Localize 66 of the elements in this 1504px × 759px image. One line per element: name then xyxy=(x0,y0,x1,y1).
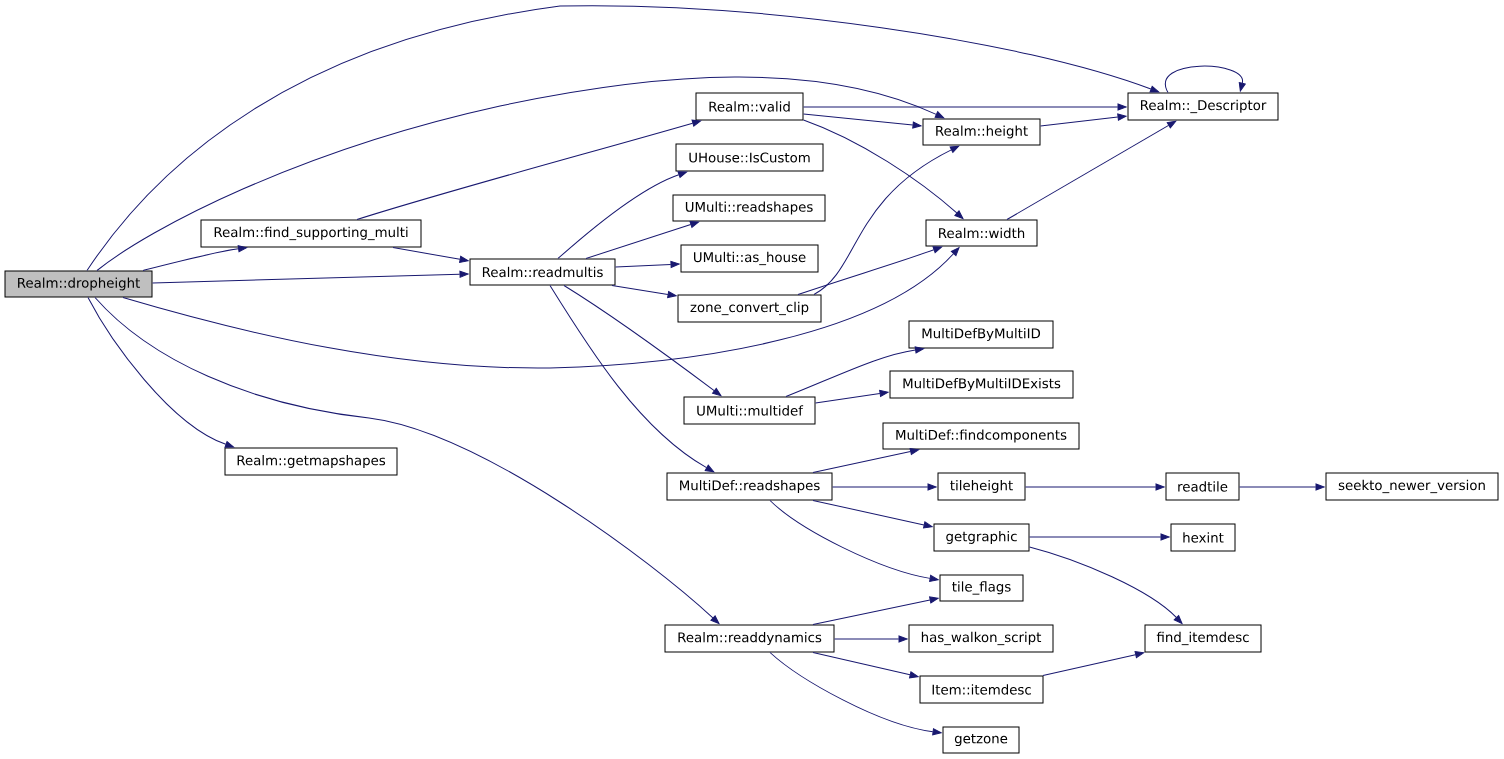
arrow xyxy=(142,245,248,271)
function-box: Item::itemdesc xyxy=(919,675,1044,704)
arrow xyxy=(797,246,943,295)
function-box: Realm::_Descriptor xyxy=(1127,92,1279,121)
arrow xyxy=(94,297,720,624)
arrow xyxy=(615,260,680,268)
function-box: Realm::find_supporting_multi xyxy=(200,219,422,248)
arrow xyxy=(785,346,925,397)
function-box: tile_flags xyxy=(939,574,1024,602)
function-box: seekto_newer_version xyxy=(1325,472,1499,501)
arrow xyxy=(812,448,920,473)
function-box: MultiDef::findcomponents xyxy=(882,422,1080,450)
arrow xyxy=(769,500,939,582)
function-box: Realm::readdynamics xyxy=(664,624,835,653)
function-box: Realm::readmultis xyxy=(469,258,616,286)
function-box: zone_convert_clip xyxy=(677,294,822,323)
function-box: UHouse::IsCustom xyxy=(675,143,824,172)
arrow xyxy=(87,297,235,448)
arrow xyxy=(1042,651,1145,676)
function-box: UMulti::readshapes xyxy=(672,194,826,222)
function-box: getzone xyxy=(942,726,1020,754)
arrow xyxy=(1025,483,1165,491)
function-box: MultiDefByMultiIDExists xyxy=(889,370,1074,399)
function-box: UMulti::multidef xyxy=(683,396,816,425)
arrow xyxy=(769,652,942,736)
arrow xyxy=(557,171,688,259)
arrow xyxy=(1239,483,1325,491)
function-box: Realm::height xyxy=(922,118,1041,146)
arrow xyxy=(832,483,937,491)
function-box: Realm::getmapshapes xyxy=(224,447,398,476)
function-box: MultiDefByMultiID xyxy=(908,320,1054,349)
function-box: has_walkon_script xyxy=(908,624,1054,653)
arrow xyxy=(1029,533,1170,541)
function-box: find_itemdesc xyxy=(1144,624,1262,653)
arrow xyxy=(812,652,919,679)
function-box: hexint xyxy=(1170,523,1236,552)
arrow xyxy=(611,285,677,299)
arrow xyxy=(152,270,469,284)
function-box: readtile xyxy=(1165,472,1240,501)
arrow xyxy=(96,76,945,271)
arrow xyxy=(803,119,964,220)
function-box: tileheight xyxy=(937,472,1026,501)
arrow xyxy=(356,119,702,220)
function-box: getgraphic xyxy=(933,523,1030,552)
arrow xyxy=(834,635,908,643)
arrow xyxy=(1029,546,1183,624)
loop-arrow xyxy=(1164,65,1246,93)
arrow xyxy=(803,103,1127,111)
arrow xyxy=(86,5,1160,271)
arrow xyxy=(803,113,922,129)
arrow xyxy=(585,221,700,259)
arrow xyxy=(122,247,960,369)
function-box: Realm::dropheight xyxy=(4,270,153,298)
function-box: Realm::valid xyxy=(695,92,804,121)
arrow xyxy=(812,500,933,529)
arrow xyxy=(392,247,469,263)
arrow xyxy=(815,389,889,404)
arrow xyxy=(1006,120,1177,220)
arrow xyxy=(549,285,715,473)
function-box: Realm::width xyxy=(925,219,1038,247)
arrow xyxy=(563,285,722,397)
arrow xyxy=(1040,113,1127,127)
function-box: MultiDef::readshapes xyxy=(666,472,833,501)
arrow xyxy=(813,145,960,295)
arrow xyxy=(812,596,939,625)
function-box: UMulti::as_house xyxy=(680,244,819,273)
